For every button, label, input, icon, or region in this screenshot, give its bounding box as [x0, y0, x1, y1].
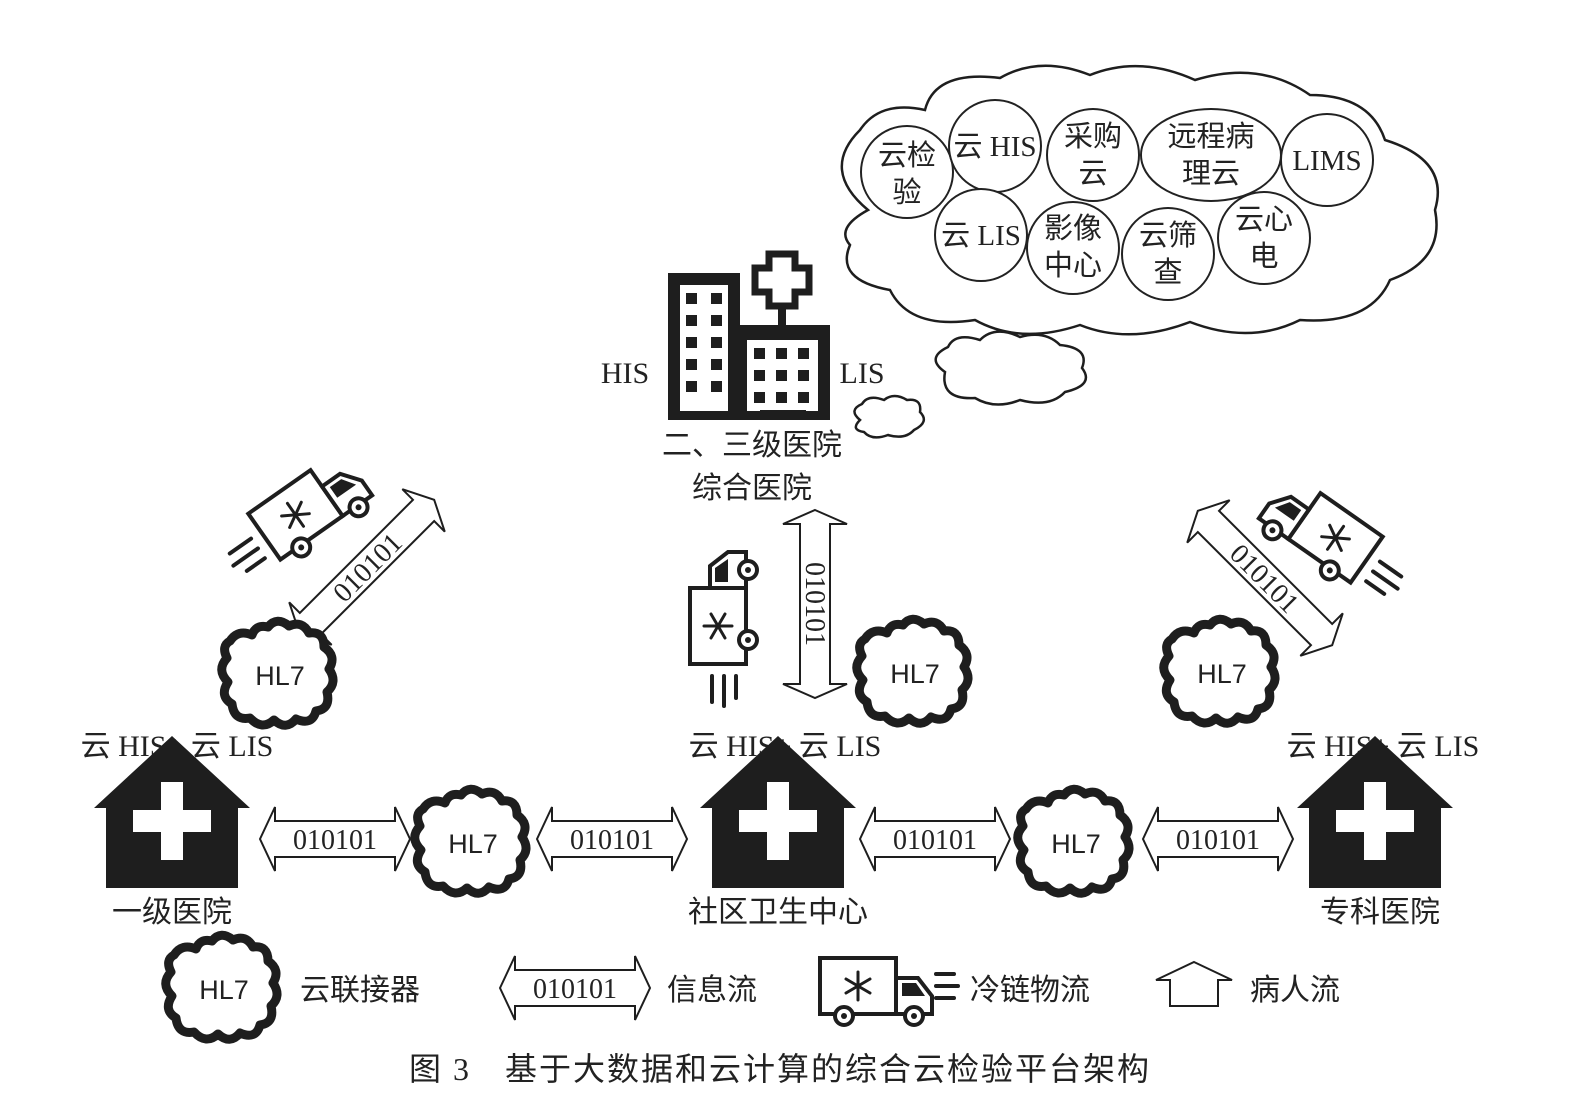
- cloud-service-label: 云 LIS: [941, 220, 1021, 252]
- cloud-service-bubble: 采购 云: [1046, 108, 1140, 202]
- info-flow-arrow-vertical: 010101: [782, 508, 848, 700]
- connector-label: HL7: [1051, 829, 1101, 859]
- gear-badge-icon: HL7: [415, 789, 526, 893]
- figure-caption: 图 3 基于大数据和云计算的综合云检验平台架构: [409, 1051, 1151, 1087]
- cloud-service-label: 云心: [1235, 204, 1293, 236]
- gear-badge-icon: HL7: [1164, 619, 1275, 723]
- cloud-service-bubble: 云筛 查: [1121, 207, 1215, 301]
- info-flow-label: 010101: [893, 825, 977, 856]
- cloud-service-label: 云检: [878, 139, 936, 172]
- his-label: HIS: [601, 357, 649, 390]
- top-hospital-name: 二、三级医院: [662, 429, 842, 462]
- cloud-service-label: 采购: [1064, 120, 1122, 153]
- connector-label: HL7: [890, 659, 940, 689]
- connector-label: HL7: [448, 829, 498, 859]
- info-flow-label: 010101: [533, 974, 617, 1005]
- cloud-service-label: 云 HIS: [954, 131, 1037, 163]
- cloud-service-bubble: 云 HIS: [948, 99, 1042, 193]
- lis-label: LIS: [840, 357, 885, 390]
- cloud-service-label: 影像: [1044, 212, 1102, 245]
- small-cloud-icon: [934, 330, 1088, 406]
- info-flow-label: 010101: [1176, 825, 1260, 856]
- cloud-service-bubble: 影像 中心: [1026, 201, 1120, 295]
- connector-label: HL7: [199, 975, 249, 1005]
- legend-cold-chain-label: 冷链物流: [970, 974, 1090, 1007]
- info-flow-label: 010101: [799, 562, 830, 646]
- info-flow-arrow-horizontal: 010101: [258, 806, 412, 872]
- refrigerated-truck-icon: [818, 956, 960, 1027]
- hospital-building-icon: [668, 250, 830, 420]
- node-name: 社区卫生中心: [688, 896, 868, 929]
- legend-connector-label: 云联接器: [300, 974, 420, 1007]
- cloud-service-bubble: 云 LIS: [934, 188, 1028, 282]
- legend-info-flow-label: 信息流: [667, 974, 757, 1007]
- gear-badge-icon: HL7: [857, 619, 968, 723]
- info-flow-label: 010101: [1223, 538, 1304, 619]
- up-arrow-icon: [1155, 960, 1233, 1007]
- small-cloud-icon: [853, 394, 926, 439]
- node-name: 专科医院: [1320, 896, 1440, 929]
- cloud-service-label: 远程病: [1167, 120, 1254, 153]
- cloud-service-bubble: LIMS: [1280, 113, 1374, 207]
- cloud-service-label: 电: [1249, 240, 1278, 273]
- legend: HL7 云联接器 010101 信息流 冷链物流 病人流: [166, 935, 1340, 1039]
- cloud-service-label: LIMS: [1292, 145, 1361, 177]
- info-flow-arrow-horizontal: 010101: [535, 806, 689, 872]
- info-flow-arrow-horizontal: 010101: [498, 955, 652, 1021]
- cloud-service-label: 查: [1153, 256, 1182, 289]
- connector-label: HL7: [255, 661, 305, 691]
- info-flow-arrow-horizontal: 010101: [858, 806, 1012, 872]
- cloud-service-label: 验: [892, 176, 921, 209]
- info-flow-label: 010101: [293, 825, 377, 856]
- top-hospital-type: 综合医院: [692, 472, 812, 505]
- cloud-services: 云检 验 云 HIS 采购 云 远程病 理云 LIMS 云 LIS: [860, 99, 1374, 301]
- cloud-service-bubble: 云检 验: [860, 125, 954, 219]
- cloud-service-bubble: 远程病 理云: [1140, 108, 1282, 202]
- cloud-service-label: 云: [1078, 158, 1107, 190]
- refrigerated-truck-icon: [688, 550, 759, 708]
- gear-badge-icon: HL7: [166, 935, 277, 1039]
- cloud-service-label: 理云: [1182, 158, 1240, 190]
- info-flow-label: 010101: [570, 825, 654, 856]
- gear-badge-icon: HL7: [1018, 789, 1129, 893]
- cloud-service-bubble: 云心 电: [1217, 191, 1311, 285]
- info-flow-arrow-horizontal: 010101: [1141, 806, 1295, 872]
- cloud-service-label: 中心: [1044, 249, 1102, 282]
- connector-label: HL7: [1197, 659, 1247, 689]
- info-flow-label: 010101: [327, 527, 408, 608]
- cloud-service-label: 云筛: [1139, 219, 1197, 252]
- legend-patient-flow-label: 病人流: [1250, 974, 1340, 1007]
- node-name: 一级医院: [112, 896, 232, 929]
- gear-badge-icon: HL7: [222, 621, 333, 725]
